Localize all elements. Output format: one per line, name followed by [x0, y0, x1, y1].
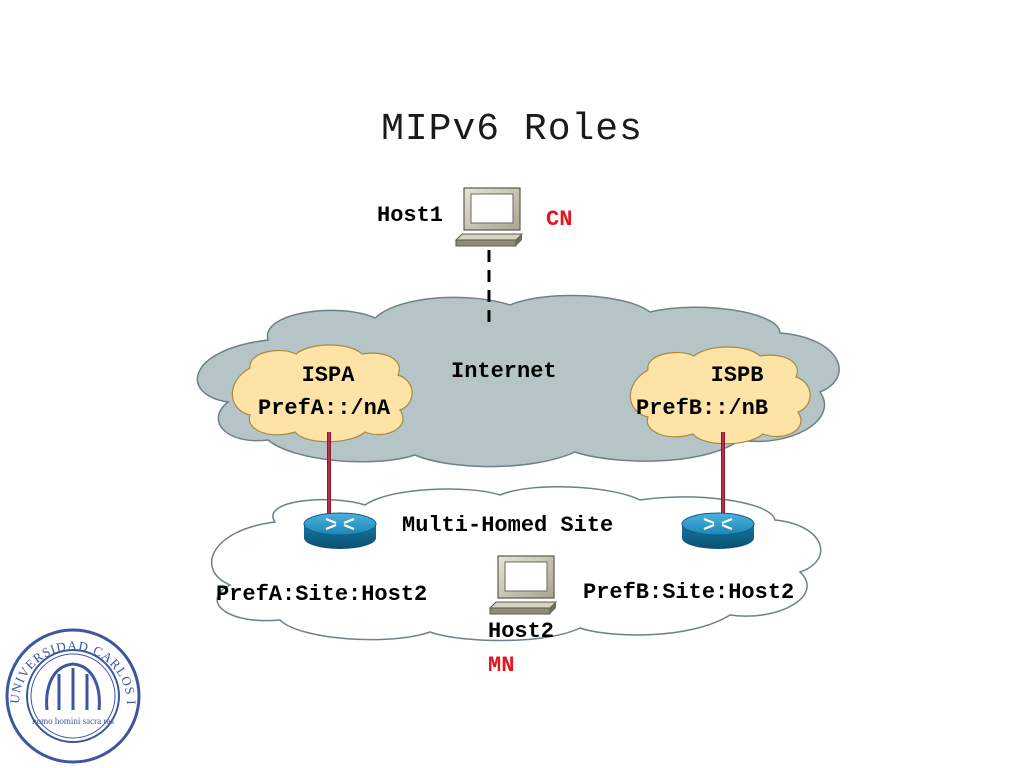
ispb-cloud	[629, 346, 811, 445]
host2-label: Host2	[488, 619, 555, 644]
ispa-label: ISPA	[301, 363, 355, 388]
computer-icon	[488, 555, 558, 615]
computer-icon	[454, 187, 524, 247]
internet-label: Internet	[451, 359, 557, 384]
ispa-cloud	[231, 344, 413, 443]
ispa-prefix-label: PrefA::/nA	[258, 396, 391, 421]
site-label: Multi-Homed Site	[402, 513, 614, 538]
logo-motto: homo homini sacra res	[32, 716, 114, 726]
prefb-address-label: PrefB:Site:Host2	[583, 580, 795, 605]
prefa-address-label: PrefA:Site:Host2	[216, 582, 428, 607]
router-icon	[303, 512, 377, 549]
host2-role-label: MN	[488, 653, 515, 678]
ispb-label: ISPB	[710, 363, 764, 388]
host1-label: Host1	[377, 203, 444, 228]
host1-role-label: CN	[546, 207, 573, 232]
slide-title: MIPv6 Roles	[381, 108, 643, 151]
router-icon	[681, 512, 755, 549]
ispb-prefix-label: PrefB::/nB	[636, 396, 769, 421]
university-logo: UNIVERSIDAD CARLOS III DE MADRID homo ho…	[5, 628, 141, 764]
